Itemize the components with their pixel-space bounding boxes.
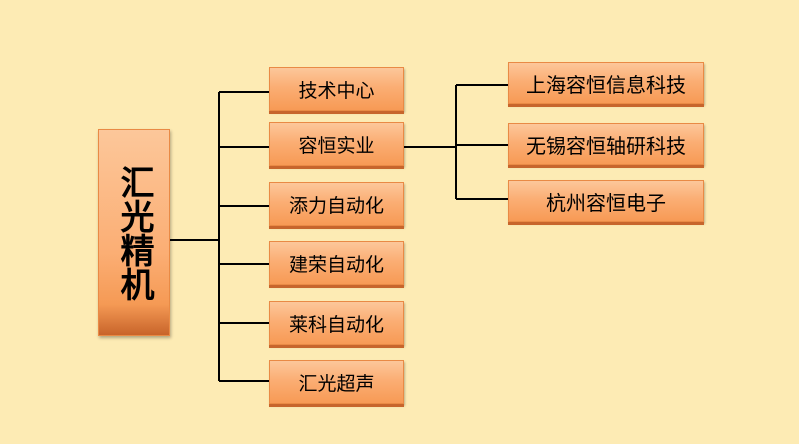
- branch-node: 容恒实业: [269, 122, 404, 166]
- branch-node-label: 汇光超声: [298, 372, 375, 395]
- subsidiary-node-label: 上海容恒信息科技: [526, 72, 686, 97]
- branch-node-label: 添力自动化: [288, 194, 384, 217]
- branch-node-label: 莱科自动化: [288, 313, 384, 336]
- subsidiary-node: 无锡容恒轴研科技: [508, 123, 704, 165]
- branch-node: 莱科自动化: [269, 301, 404, 345]
- subsidiary-node: 上海容恒信息科技: [508, 62, 704, 104]
- root-node-label: 汇光精机: [114, 164, 154, 301]
- branch-node-label: 技术中心: [298, 79, 375, 102]
- subsidiary-node-label: 无锡容恒轴研科技: [526, 133, 686, 158]
- branch-node: 添力自动化: [269, 182, 404, 226]
- branch-node: 汇光超声: [269, 360, 404, 404]
- branch-node: 建荣自动化: [269, 241, 404, 285]
- branch-node-label: 建荣自动化: [288, 253, 384, 276]
- subsidiary-node: 杭州容恒电子: [508, 180, 704, 222]
- root-node: 汇光精机: [98, 129, 170, 336]
- branch-node: 技术中心: [269, 67, 404, 111]
- branch-node-label: 容恒实业: [298, 134, 375, 157]
- subsidiary-node-label: 杭州容恒电子: [546, 190, 666, 215]
